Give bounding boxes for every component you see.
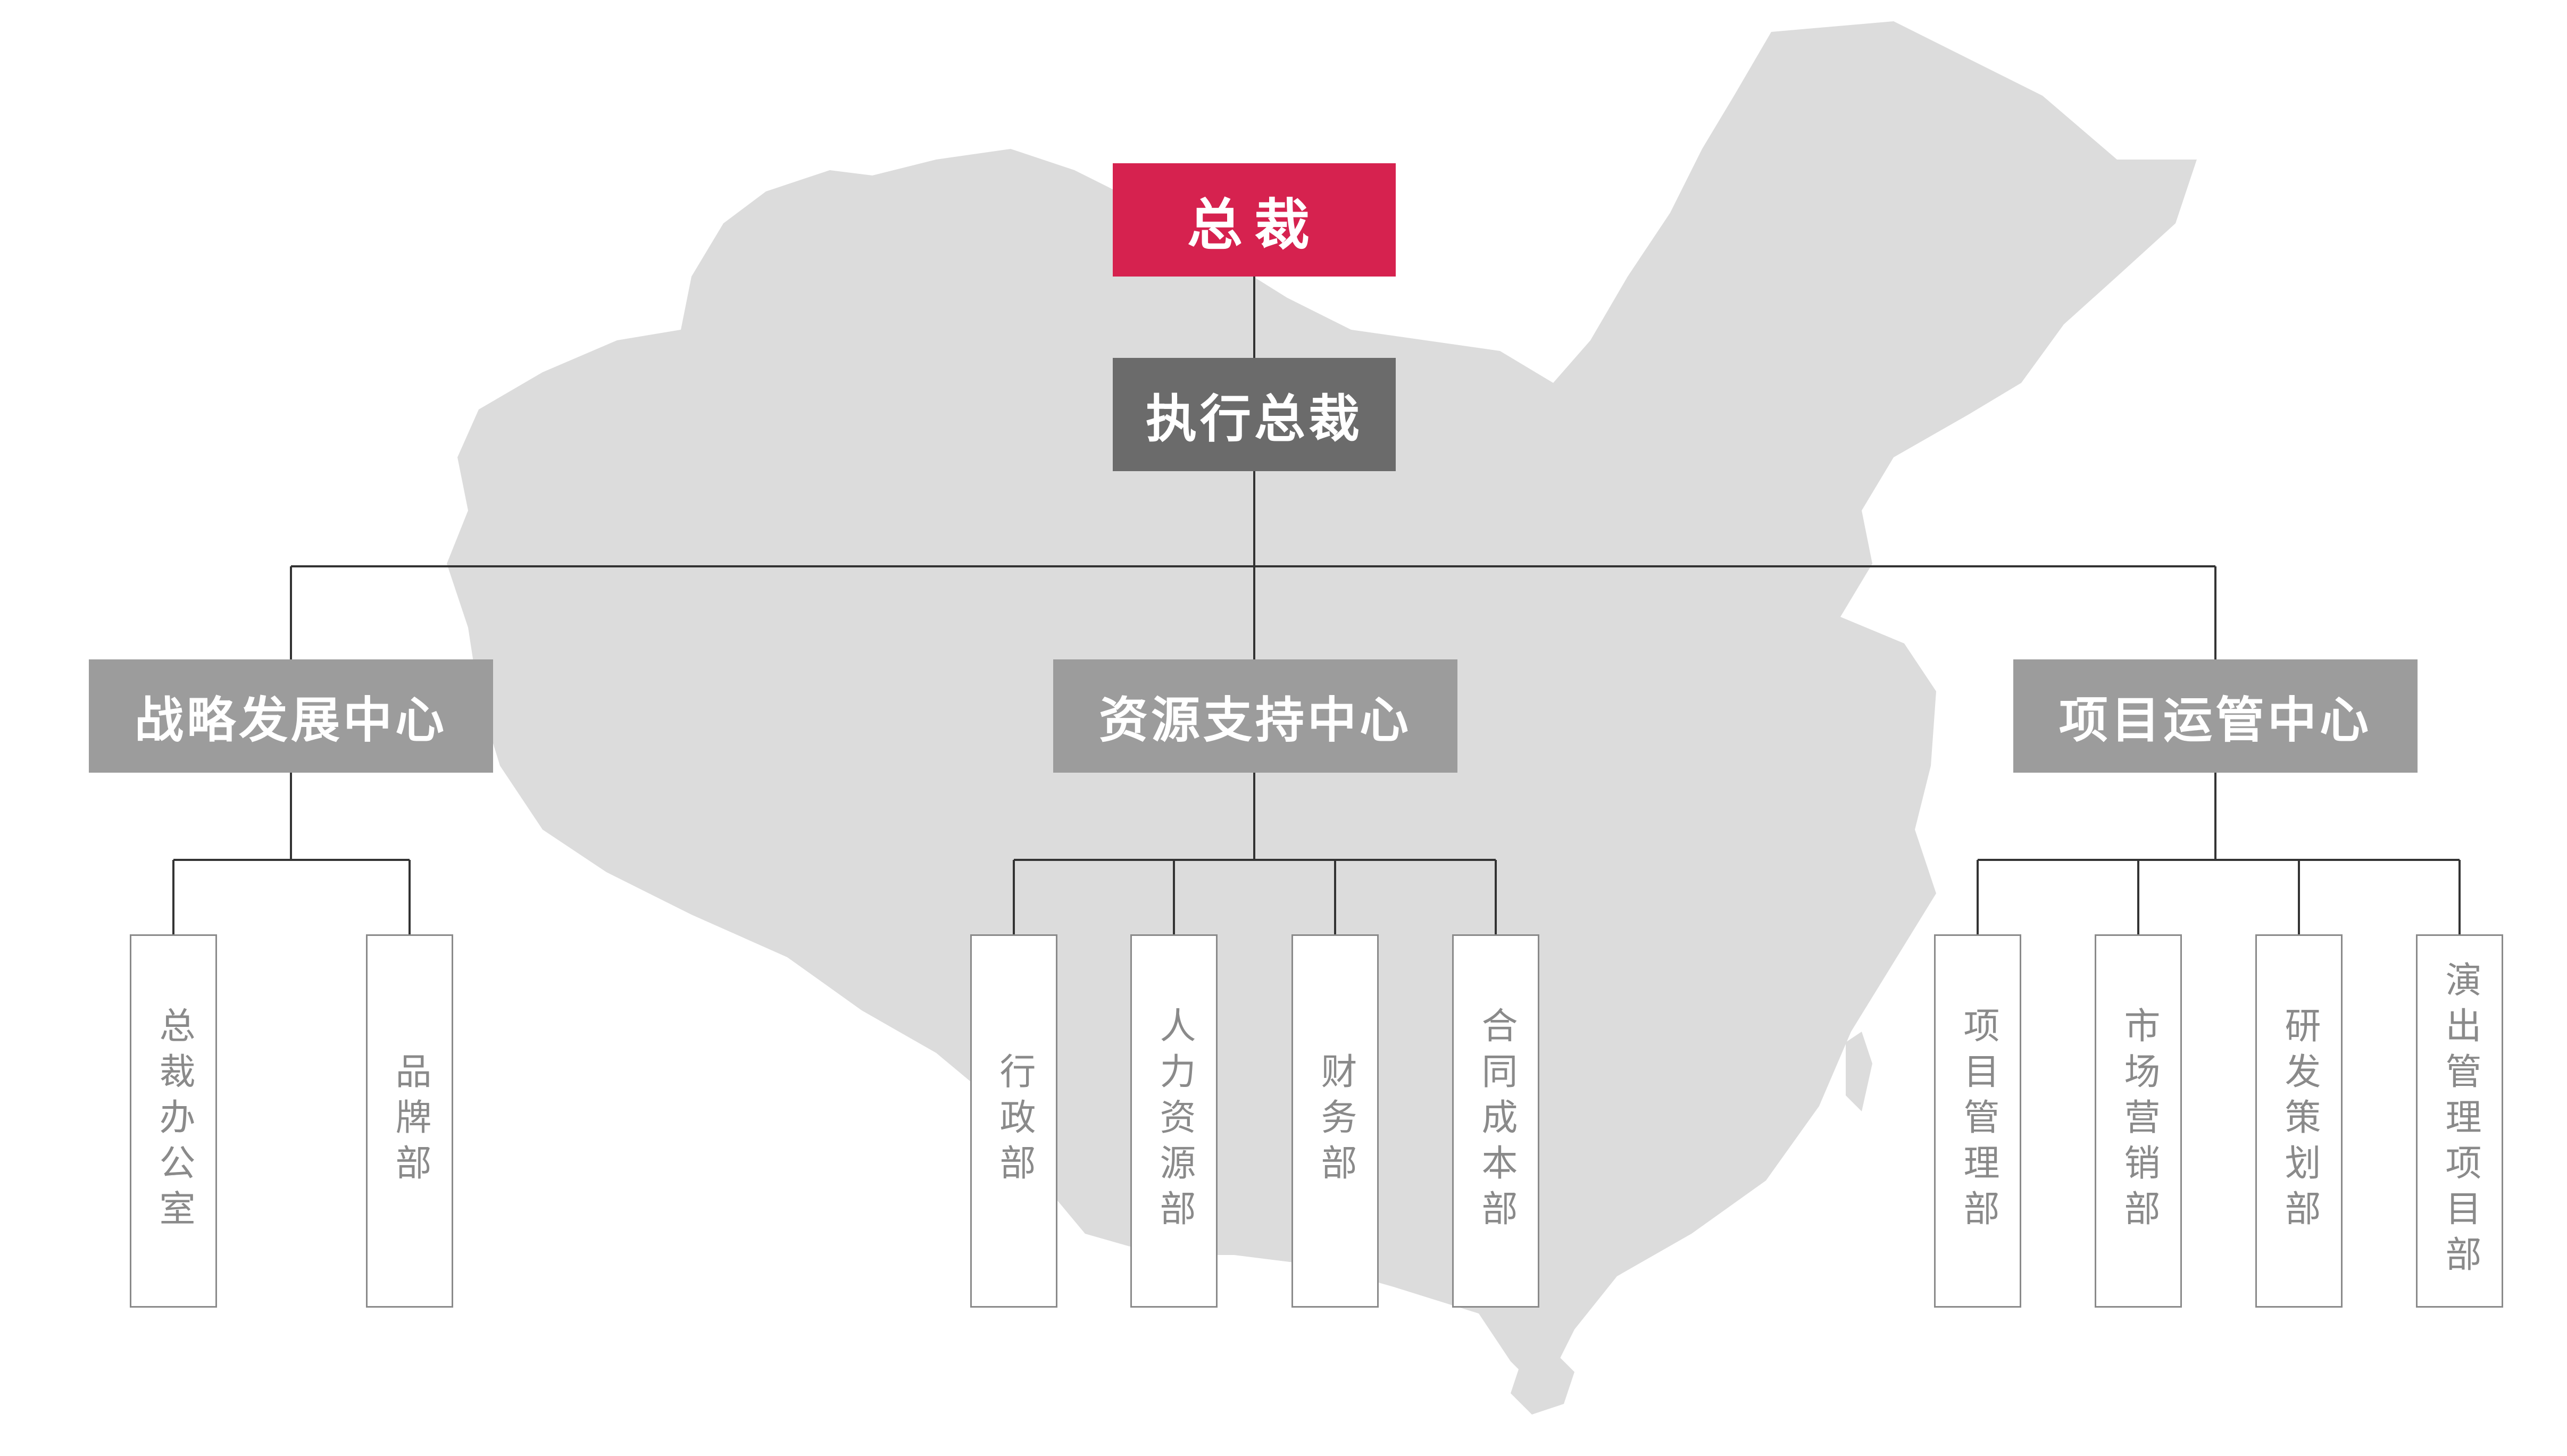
department-label: 品牌部 — [389, 1052, 431, 1190]
department-label: 市场营销部 — [2118, 1007, 2160, 1235]
president-box: 总裁 — [1113, 163, 1396, 277]
center-box-resources: 资源支持中心 — [1053, 659, 1457, 773]
center-box-strategy: 战略发展中心 — [89, 659, 493, 773]
department-box: 演出管理项目部 — [2416, 934, 2503, 1308]
department-label: 研发策划部 — [2278, 1007, 2320, 1235]
center-label: 项目运管中心 — [2058, 692, 2372, 749]
department-label: 项目管理部 — [1957, 1007, 1999, 1235]
department-box: 品牌部 — [366, 934, 453, 1308]
department-label: 财务部 — [1314, 1052, 1356, 1190]
department-box: 合同成本部 — [1452, 934, 1539, 1308]
department-box: 财务部 — [1291, 934, 1379, 1308]
department-label: 人力资源部 — [1153, 1007, 1195, 1235]
department-label: 合同成本部 — [1475, 1007, 1517, 1235]
department-box: 总裁办公室 — [130, 934, 217, 1308]
center-box-operations: 项目运管中心 — [2013, 659, 2418, 773]
hainan-island-shape — [1511, 1351, 1574, 1415]
department-label: 演出管理项目部 — [2439, 961, 2481, 1281]
department-box: 市场营销部 — [2095, 934, 2182, 1308]
center-label: 资源支持中心 — [1098, 692, 1412, 749]
department-label: 总裁办公室 — [153, 1007, 195, 1235]
department-box: 研发策划部 — [2255, 934, 2343, 1308]
executive-box: 执行总裁 — [1113, 358, 1396, 471]
department-label: 行政部 — [993, 1052, 1035, 1190]
executive-label: 执行总裁 — [1146, 389, 1363, 449]
taiwan-island-shape — [1846, 1032, 1872, 1111]
department-box: 行政部 — [970, 934, 1057, 1308]
department-box: 项目管理部 — [1934, 934, 2021, 1308]
president-label: 总裁 — [1187, 193, 1321, 257]
department-box: 人力资源部 — [1130, 934, 1218, 1308]
center-label: 战略发展中心 — [134, 692, 447, 749]
